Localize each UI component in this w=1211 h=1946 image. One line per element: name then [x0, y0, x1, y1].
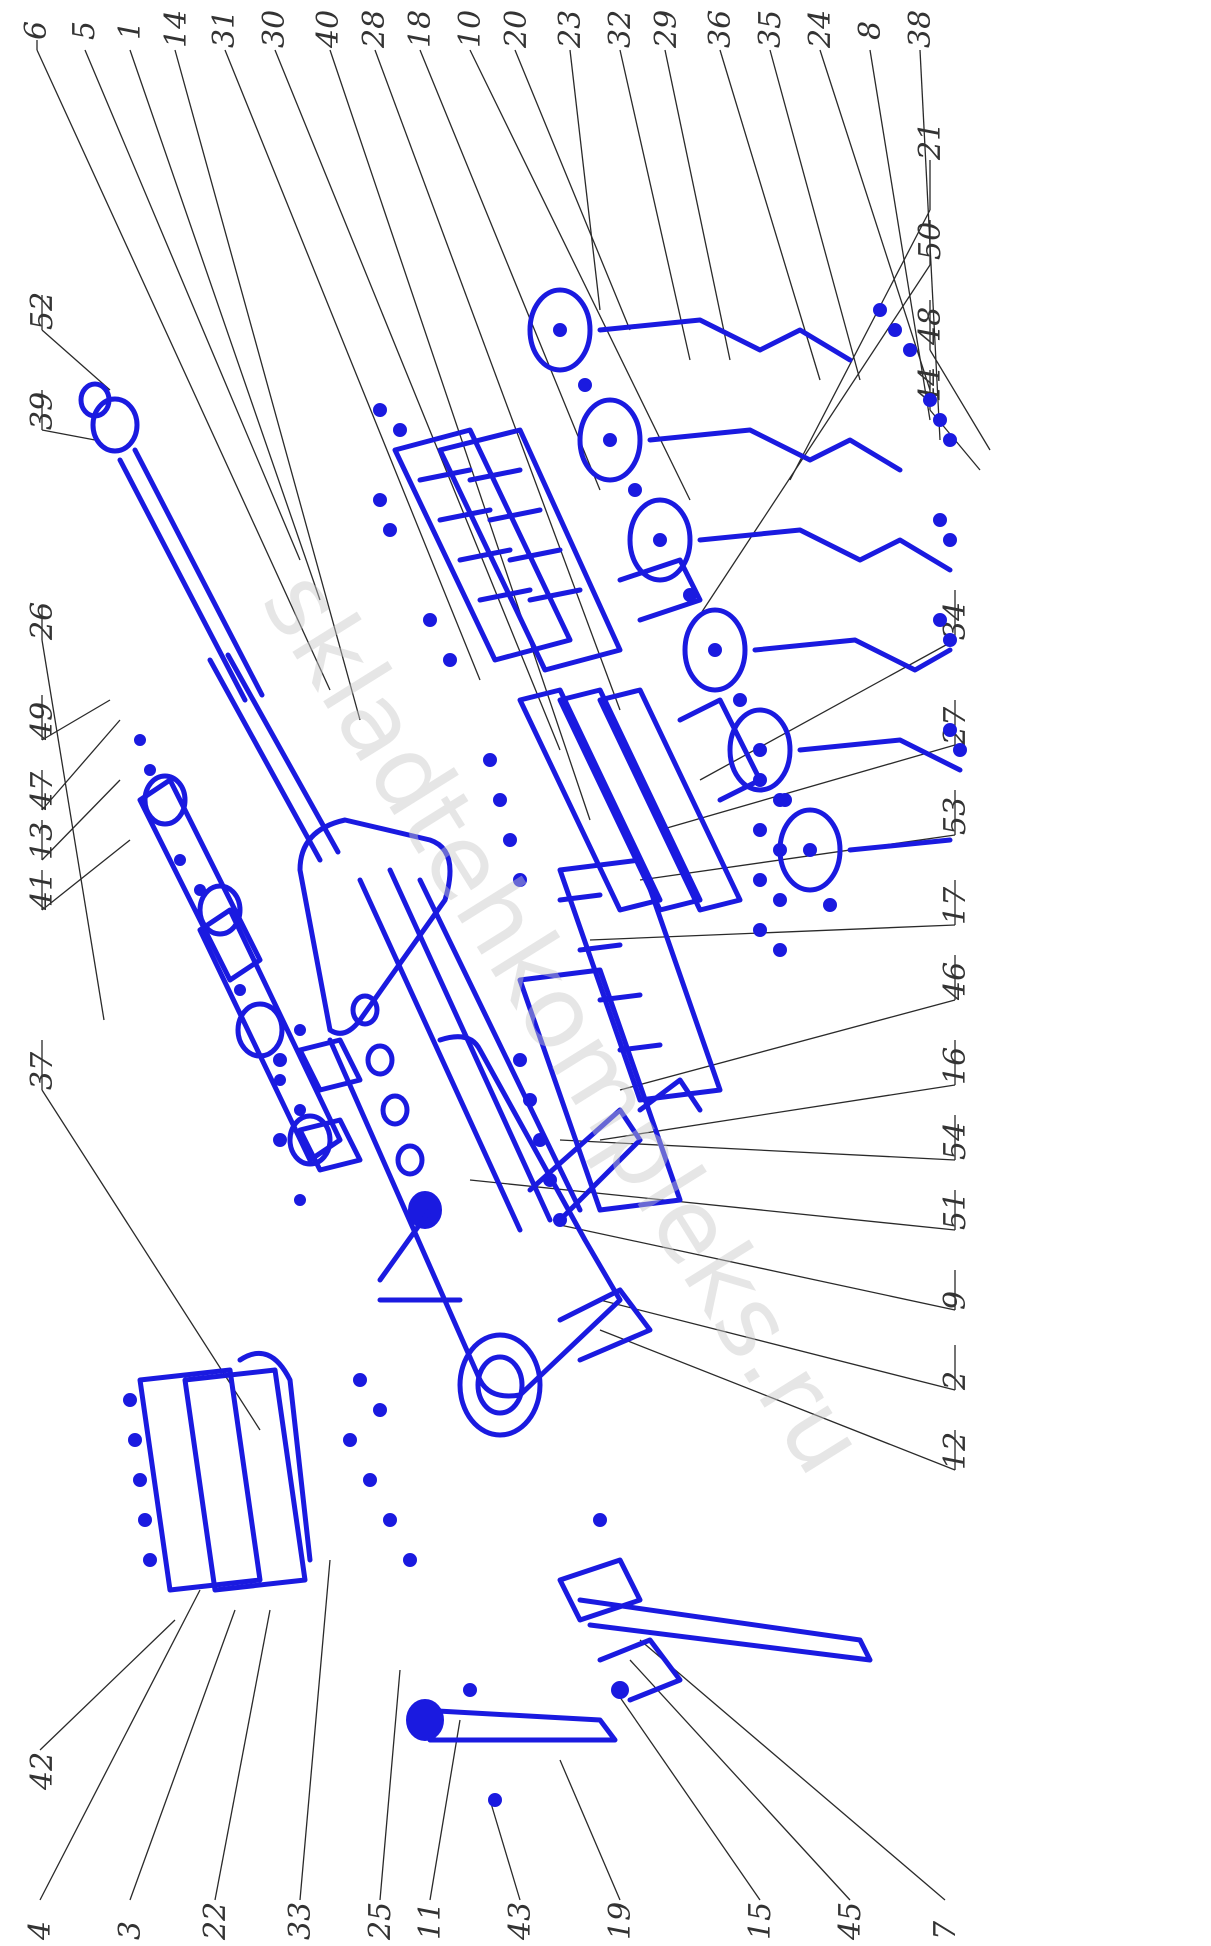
upper-plates	[373, 403, 703, 673]
callout-12: 12	[938, 1432, 973, 1470]
callout-30: 30	[257, 10, 292, 48]
callout-9: 9	[938, 1291, 973, 1310]
callout-18: 18	[403, 10, 438, 48]
callout-6: 6	[19, 21, 54, 40]
callout-13: 13	[25, 822, 60, 860]
callout-53: 53	[938, 797, 973, 835]
callout-50: 50	[913, 222, 948, 260]
callout-5: 5	[67, 21, 102, 40]
callout-49: 49	[25, 702, 60, 741]
callout-43: 43	[503, 1902, 538, 1941]
callout-38: 38	[903, 10, 938, 48]
callout-19: 19	[603, 1902, 638, 1940]
callout-48: 48	[913, 307, 948, 346]
shaft-assembly	[78, 381, 341, 863]
callout-26: 26	[25, 602, 60, 641]
main-frame	[297, 817, 703, 1438]
clamp-parts	[273, 993, 463, 1303]
lower-plates	[513, 857, 723, 1227]
leader-lines	[36, 40, 991, 1901]
callout-32: 32	[603, 10, 638, 48]
callout-17: 17	[938, 886, 973, 925]
callout-20: 20	[499, 10, 534, 49]
callout-36: 36	[703, 10, 738, 48]
callout-16: 16	[938, 1047, 973, 1085]
callout-11: 11	[413, 1902, 448, 1940]
callout-54: 54	[938, 1122, 973, 1160]
callout-46: 46	[938, 962, 973, 1001]
callout-22: 22	[198, 1902, 233, 1941]
callout-31: 31	[207, 10, 242, 48]
callout-35: 35	[753, 10, 788, 48]
pulley-chain	[527, 287, 843, 912]
callout-21: 21	[913, 122, 948, 161]
callout-33: 33	[283, 1902, 318, 1940]
callout-39: 39	[25, 392, 60, 430]
bolt-bank	[123, 1350, 417, 1593]
middle-plates	[483, 687, 787, 957]
parts	[78, 287, 967, 1807]
callout-labels: 6 5 1 14 31 30 40 28 18 10 20 23 32 29 3…	[19, 10, 973, 1941]
callout-8: 8	[853, 21, 888, 40]
callout-42: 42	[25, 1752, 60, 1791]
callout-4: 4	[23, 1921, 58, 1941]
callout-10: 10	[453, 10, 488, 48]
callout-23: 23	[553, 10, 588, 49]
callout-24: 24	[803, 10, 838, 49]
callout-45: 45	[833, 1902, 868, 1941]
callout-52: 52	[25, 292, 60, 330]
callout-41: 41	[25, 872, 60, 911]
callout-40: 40	[311, 10, 346, 49]
left-rail-assembly	[134, 734, 343, 1206]
callout-3: 3	[113, 1921, 148, 1940]
lever-parts	[406, 1513, 873, 1807]
callout-51: 51	[938, 1192, 973, 1230]
callout-37: 37	[25, 1051, 60, 1090]
callout-1: 1	[113, 21, 148, 40]
callout-7: 7	[928, 1920, 963, 1940]
callout-15: 15	[743, 1902, 778, 1940]
bracket-rows	[597, 303, 967, 853]
callout-14: 14	[159, 10, 194, 48]
callout-28: 28	[357, 10, 392, 49]
callout-25: 25	[363, 1902, 398, 1941]
callout-47: 47	[25, 771, 60, 811]
callout-29: 29	[649, 10, 684, 49]
callout-2: 2	[938, 1371, 973, 1391]
